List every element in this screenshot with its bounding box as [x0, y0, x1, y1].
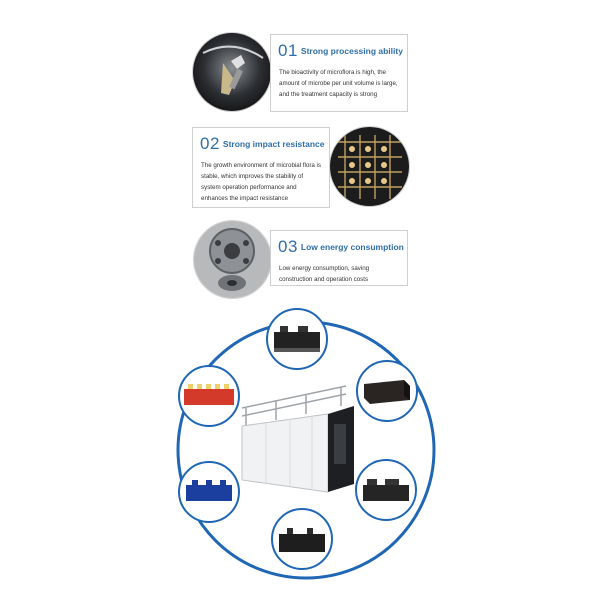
description-line: amount of microbe per unit volume is lar… — [279, 80, 398, 87]
feature-heading: Strong processing ability — [300, 46, 403, 56]
equipment-node-left-upper — [178, 365, 240, 427]
equipment-node-bottom — [271, 508, 333, 570]
description-line: stable, which improves the stability of — [201, 173, 304, 180]
feature-description-03: Low energy consumption, saving construct… — [279, 263, 369, 285]
feature-number: 03 — [278, 237, 298, 256]
feature-number: 01 — [278, 41, 298, 60]
feature-heading: Low energy consumption — [300, 242, 404, 252]
feature-heading: Strong impact resistance — [222, 139, 325, 149]
equipment-node-top — [266, 308, 328, 370]
feature-description-02: The growth environment of microbial flor… — [201, 160, 321, 204]
description-line: and the treatment capacity is strong — [279, 91, 378, 98]
description-line: Low energy consumption, saving — [279, 265, 370, 272]
central-treatment-unit — [236, 380, 358, 498]
bio-filter-media-photo — [330, 127, 409, 206]
equipment-node-right-upper — [356, 360, 418, 422]
description-line: The bioactivity of microflora is high, t… — [279, 69, 386, 76]
equipment-node-right-lower — [355, 459, 417, 521]
description-line: system operation performance and — [201, 184, 297, 191]
feature-number: 02 — [200, 134, 220, 153]
equipment-node-left-lower — [178, 461, 240, 523]
description-line: The growth environment of microbial flor… — [201, 162, 322, 169]
aeration-nozzle-photo — [193, 33, 271, 111]
metal-flange-photo — [194, 221, 271, 298]
description-line: enhances the impact resistance — [201, 195, 289, 202]
feature-description-01: The bioactivity of microflora is high, t… — [279, 67, 398, 100]
description-line: construction and operation costs — [279, 276, 369, 283]
